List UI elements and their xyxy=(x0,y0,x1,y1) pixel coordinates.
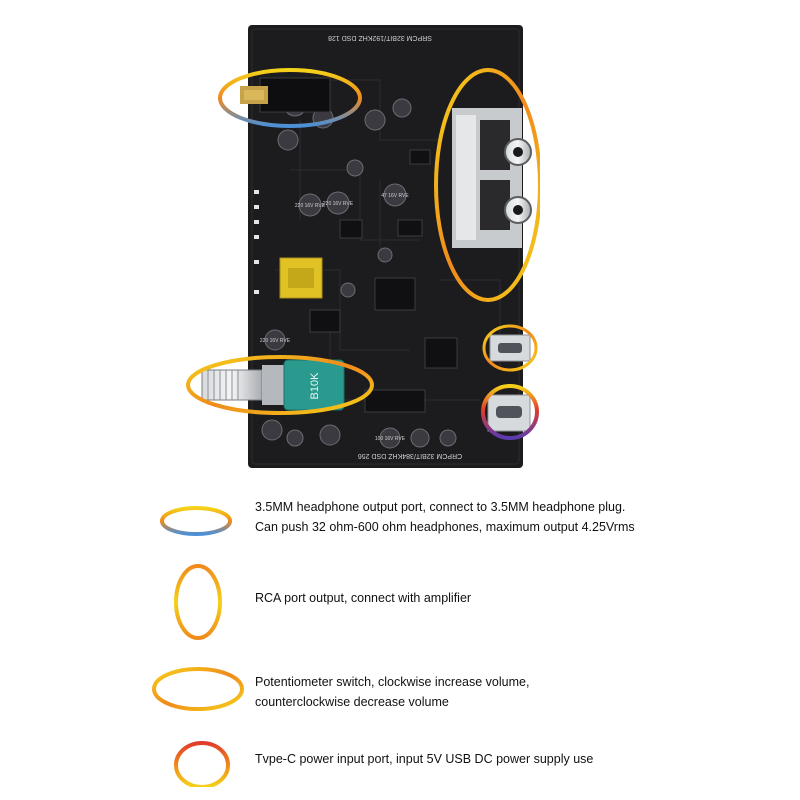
usb-chip xyxy=(424,337,458,369)
rca-jacks xyxy=(452,108,532,248)
legend-item-potentiometer: Potentiometer switch, clockwise increase… xyxy=(150,662,790,722)
cap-label: 220 16V RVE xyxy=(260,338,291,344)
rca-port-highlight xyxy=(434,68,540,302)
legend-line1: Tvpe-C power input port, input 5V USB DC… xyxy=(255,752,594,766)
headphone-jack xyxy=(240,77,331,113)
capacitors xyxy=(261,93,457,449)
legend-line1: RCA port output, connect with amplifier xyxy=(255,591,472,605)
dac-chip xyxy=(374,277,416,311)
typec-port-ring-icon xyxy=(174,741,230,787)
bottom-silkscreen: CRPCM 32BIT/384KHZ DSD 256 xyxy=(358,452,462,459)
legend-item-typec: Tvpe-C power input port, input 5V USB DC… xyxy=(150,735,790,795)
typec-port-bottom xyxy=(487,394,531,432)
legend-line2: Can push 32 ohm-600 ohm headphones, maxi… xyxy=(255,520,635,534)
legend-item-rca: RCA port output, connect with amplifier xyxy=(150,560,790,650)
cap-label: 220 16V RVE xyxy=(323,201,354,207)
potentiometer: B10K xyxy=(201,359,345,411)
dac-board-photo: SRPCM 32BIT/192KHZ DSD 128 CRPCM 32BIT/3… xyxy=(180,20,540,480)
cap-label: 47 16V RVE xyxy=(381,193,409,199)
typec-port-highlight-top xyxy=(482,324,538,372)
potentiometer-highlight xyxy=(186,355,374,415)
legend-line1: 3.5MM headphone output port, connect to … xyxy=(255,500,626,514)
pot-label: B10K xyxy=(309,372,321,400)
rca-port-ring-icon xyxy=(174,564,222,640)
cap-label: 100 16V RVE xyxy=(375,436,406,442)
typec-port-top xyxy=(489,334,531,362)
typec-port-highlight xyxy=(481,384,539,440)
legend-line2: counterclockwise decrease volume xyxy=(255,695,449,709)
legend-item-headphone: 3.5MM headphone output port, connect to … xyxy=(150,495,790,555)
headphone-port-ring-icon xyxy=(160,506,232,536)
headphone-port-highlight xyxy=(218,68,362,128)
cap-label: 220 16V RVE xyxy=(295,203,326,209)
legend-line1: Potentiometer switch, clockwise increase… xyxy=(255,675,530,689)
potentiometer-ring-icon xyxy=(152,667,244,711)
top-silkscreen: SRPCM 32BIT/192KHZ DSD 128 xyxy=(328,34,432,41)
